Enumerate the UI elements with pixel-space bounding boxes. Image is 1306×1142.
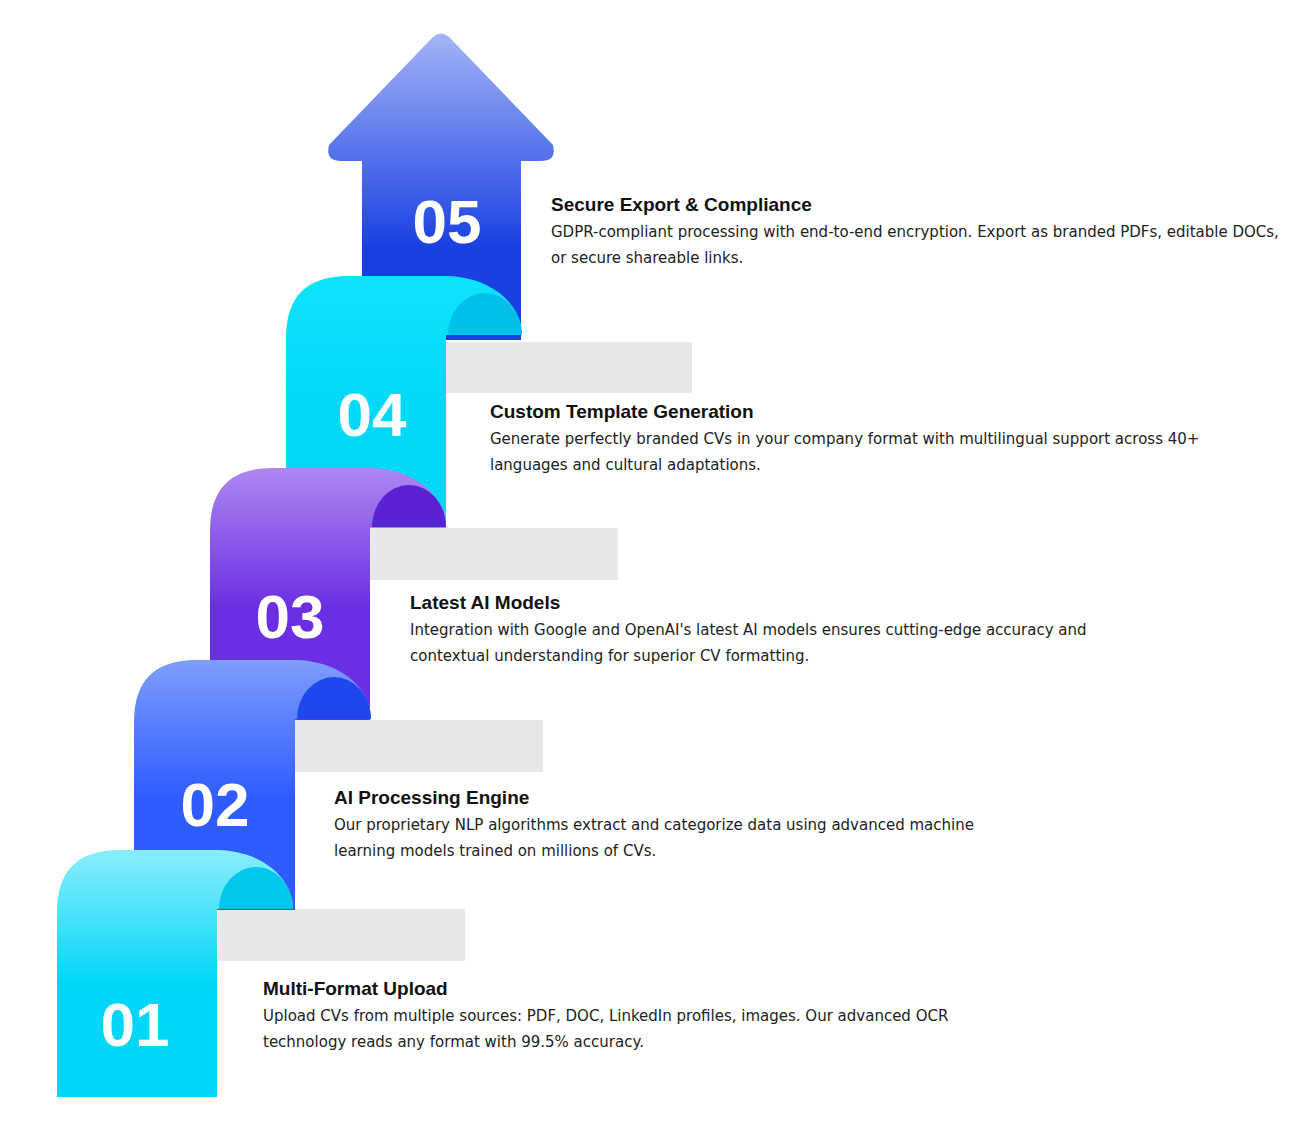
step-shape: [57, 850, 217, 1097]
step-ledge: [445, 342, 692, 393]
step-description: Multi-Format UploadUpload CVs from multi…: [263, 977, 983, 1055]
step-heading: AI Processing Engine: [334, 786, 1034, 810]
step-body: [57, 850, 293, 1097]
step-number: 02: [181, 774, 250, 836]
step-body-text: Our proprietary NLP algorithms extract a…: [334, 812, 1034, 864]
step-body-text: Integration with Google and OpenAI's lat…: [410, 617, 1150, 669]
step-description: Latest AI ModelsIntegration with Google …: [410, 591, 1150, 669]
step-ledge: [295, 720, 543, 772]
step-number: 05: [413, 191, 482, 253]
step-description: Custom Template GenerationGenerate perfe…: [490, 400, 1220, 478]
step-ledge: [370, 528, 618, 580]
step-body-text: Upload CVs from multiple sources: PDF, D…: [263, 1003, 983, 1055]
step-body: [134, 660, 371, 910]
step-body-text: GDPR-compliant processing with end-to-en…: [551, 219, 1291, 271]
step-number: 03: [256, 586, 325, 648]
step-heading: Latest AI Models: [410, 591, 1150, 615]
step-body: [328, 34, 554, 341]
step-ledge: [218, 909, 465, 961]
step-number: 04: [338, 384, 407, 446]
step-heading: Multi-Format Upload: [263, 977, 983, 1001]
step-description: Secure Export & ComplianceGDPR-compliant…: [551, 193, 1291, 271]
step-heading: Secure Export & Compliance: [551, 193, 1291, 217]
step-body: [286, 276, 522, 528]
step-description: AI Processing EngineOur proprietary NLP …: [334, 786, 1034, 864]
step-number: 01: [101, 994, 170, 1056]
ribbon-step: 01Multi-Format UploadUpload CVs from mul…: [57, 850, 217, 1097]
step-heading: Custom Template Generation: [490, 400, 1220, 424]
step-body-text: Generate perfectly branded CVs in your c…: [490, 426, 1220, 478]
